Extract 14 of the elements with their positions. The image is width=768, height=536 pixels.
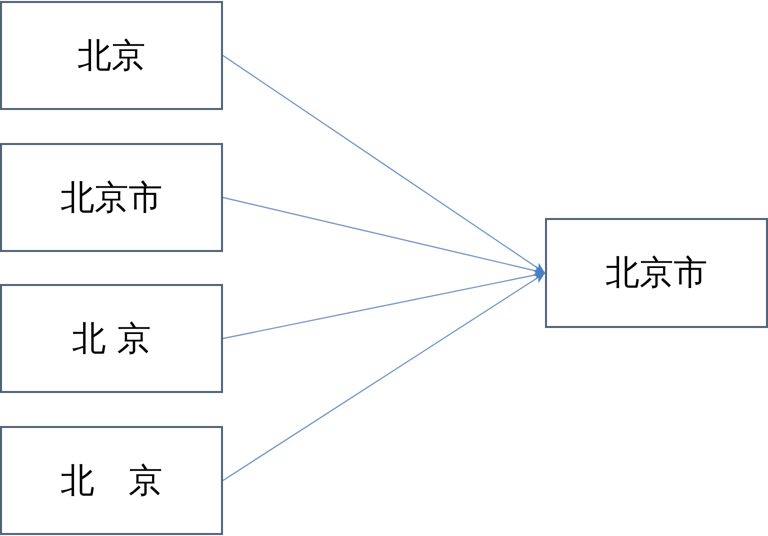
node-label: 北京市 xyxy=(60,176,162,220)
node-label: 北京市 xyxy=(606,252,708,295)
text-box xyxy=(0,1,223,110)
node-label: 北 京 xyxy=(60,460,162,502)
text-box xyxy=(545,218,768,328)
text-box xyxy=(0,284,223,393)
node-label: 北京 xyxy=(78,34,146,78)
arrow xyxy=(222,272,546,481)
arrow xyxy=(222,196,546,276)
text-box xyxy=(0,426,223,535)
node-label: 北 京 xyxy=(72,318,151,360)
arrow xyxy=(222,55,546,274)
text-box xyxy=(0,143,223,252)
arrow xyxy=(222,270,546,340)
